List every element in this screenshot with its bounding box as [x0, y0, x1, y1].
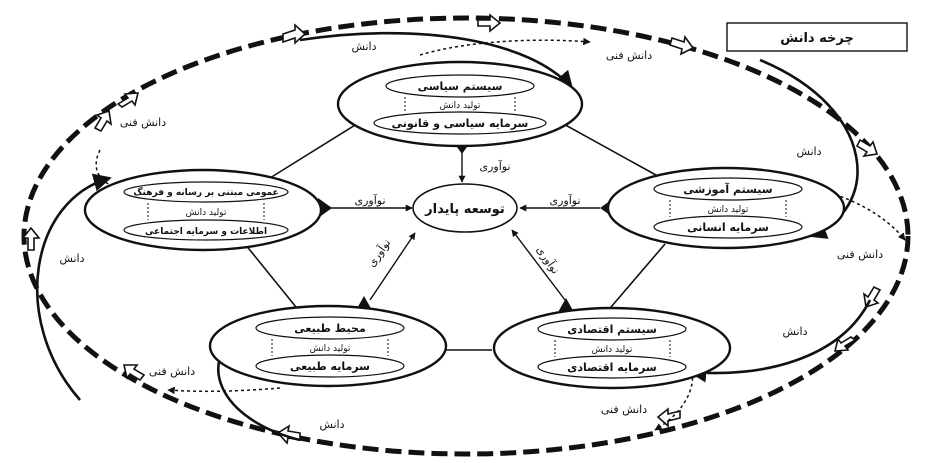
curve-bottom-right	[688, 299, 872, 383]
ring-arrow-top-left	[282, 23, 307, 45]
ring-arrow-left-lower	[122, 364, 146, 382]
ring-arrow-top	[477, 13, 502, 33]
dotted-right	[799, 184, 906, 241]
innovation-label-right: نوآوری	[549, 193, 580, 207]
tech-knowledge-label-bottom-right: دانش فنی	[601, 403, 647, 416]
innovation-label-lower-right: نوآوری	[534, 243, 563, 276]
political-system-label: سیستم سیاسی	[418, 80, 503, 93]
media-produce-label: تولید دانش	[186, 208, 227, 218]
knowledge-label-left: دانش	[59, 252, 84, 265]
node-environment: محیط طبیعی تولید دانش سرمایه طبیعی	[208, 304, 448, 388]
dotted-bottom-left	[167, 386, 281, 395]
curve-top	[299, 31, 574, 90]
ring-arrow-right-upper	[855, 138, 879, 158]
node-media: عمومی مبتنی بر رسانه و فرهنگ تولید دانش …	[83, 168, 323, 252]
environment-capital-label: سرمایه طبیعی	[290, 360, 370, 373]
legend: چرخه دانش	[726, 22, 908, 52]
economic-produce-label: تولید دانش	[592, 345, 633, 355]
media-system-label: عمومی مبتنی بر رسانه و فرهنگ	[133, 186, 278, 198]
knowledge-label-top: دانش	[351, 40, 376, 53]
tech-knowledge-label-right: دانش فنی	[837, 248, 883, 261]
innovation-label-left: نوآوری	[354, 193, 385, 207]
knowledge-label-bottom-right: دانش	[782, 325, 807, 338]
education-produce-label: تولید دانش	[708, 205, 749, 215]
political-capital-label: سرمایه سیاسی و قانونی	[392, 117, 529, 130]
pentagon-links	[244, 121, 666, 351]
tech-knowledge-label-bottom-left: دانش فنی	[149, 365, 195, 378]
ring-arrow-left-upper	[93, 109, 113, 133]
legend-title: چرخه دانش	[780, 31, 854, 46]
ring-arrow-bottom-right	[833, 336, 857, 352]
knowledge-label-bottom-left: دانش	[319, 418, 344, 431]
center-node: توسعه پایدار	[412, 183, 518, 233]
node-political: سیستم سیاسی تولید دانش سرمایه سیاسی و قا…	[336, 60, 584, 148]
ring-arrow-left	[21, 226, 41, 251]
economic-capital-label: سرمایه اقتصادی	[567, 361, 656, 374]
ring-arrow-right-lower	[862, 285, 882, 309]
node-education: سیستم آموزشی تولید دانش سرمایه انسانی	[606, 166, 846, 250]
knowledge-label-right: دانش	[796, 145, 821, 158]
education-capital-label: سرمایه انسانی	[687, 221, 769, 234]
ring-arrow-top-right	[669, 35, 695, 56]
political-produce-label: تولید دانش	[440, 101, 481, 111]
curve-left	[36, 173, 112, 401]
economic-system-label: سیستم اقتصادی	[567, 323, 657, 336]
media-capital-label: اطلاعات و سرمایه اجتماعی	[145, 227, 267, 237]
tech-knowledge-label-top: دانش فنی	[606, 49, 652, 62]
innovation-arrows	[330, 152, 600, 301]
environment-produce-label: تولید دانش	[310, 344, 351, 354]
dotted-top	[419, 37, 591, 56]
innovation-label-top: نوآوری	[479, 159, 510, 173]
center-label: توسعه پایدار	[424, 202, 505, 217]
tech-knowledge-label-left: دانش فنی	[120, 116, 166, 129]
ring-arrow-top-left-2	[116, 92, 140, 108]
dotted-bottom	[654, 359, 694, 431]
education-system-label: سیستم آموزشی	[683, 182, 772, 196]
node-economic: سیستم اقتصادی تولید دانش سرمایه اقتصادی	[492, 306, 732, 390]
environment-system-label: محیط طبیعی	[294, 322, 366, 335]
innovation-label-lower-left: نوآوری	[364, 236, 393, 269]
